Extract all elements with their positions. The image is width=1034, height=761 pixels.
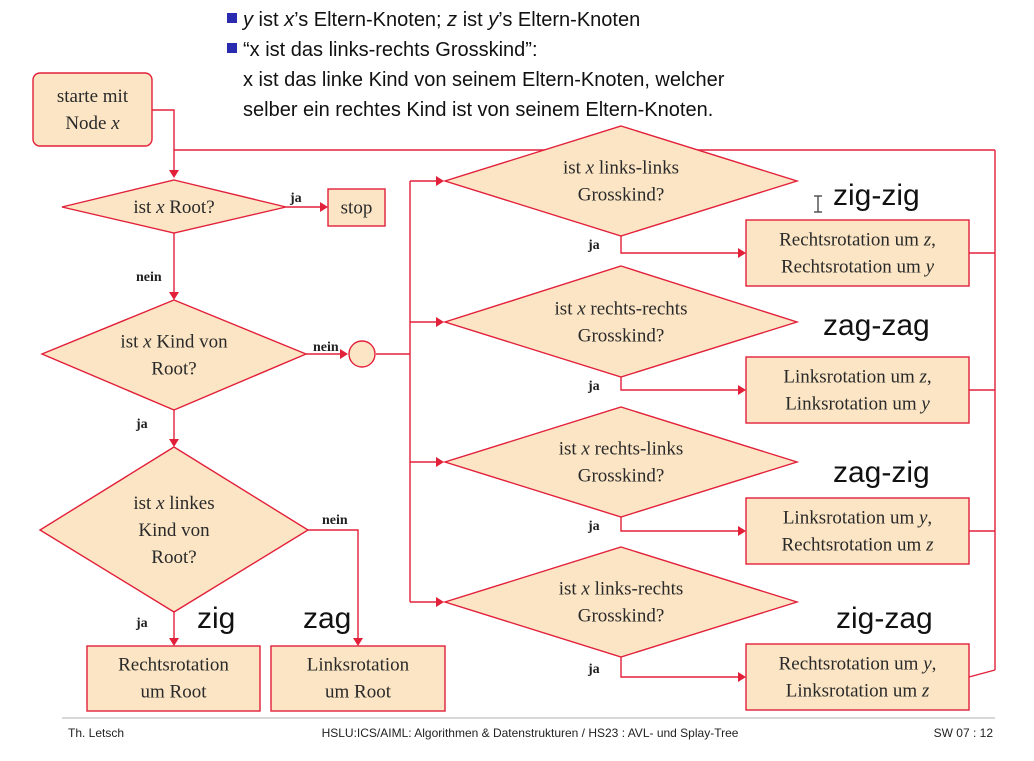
rechts-links-diamond	[442, 406, 800, 518]
zig-zag-action-label: Rechtsrotation um y,Linksrotation um z	[779, 654, 937, 702]
zig-zag-action-box	[745, 643, 970, 711]
is-root-label: ist x Root?	[133, 197, 214, 218]
child-of-root-diamond	[40, 299, 308, 411]
footer-course: HSLU:ICS/AIML: Algorithmen & Datenstrukt…	[322, 726, 739, 740]
zag-zag-action-box	[745, 356, 970, 424]
bullet-2-line-3: selber ein rechtes Kind ist von seinem E…	[243, 99, 713, 121]
case-zag: zag	[303, 602, 351, 635]
stop-box	[327, 188, 386, 227]
case-zag-zig: zag-zig	[833, 456, 930, 489]
stop-label: stop	[341, 198, 373, 219]
edge-label-nein: nein	[313, 340, 339, 355]
edge-label-nein: nein	[136, 270, 162, 285]
zag-zag-action-label: Linksrotation um z,Linksrotation um y	[783, 367, 931, 415]
edge-label-ja: ja	[587, 662, 600, 677]
edge-label-nein: nein	[322, 513, 348, 528]
bullet-square	[227, 13, 237, 23]
zag-zig-action-label: Linksrotation um y,Rechtsrotation um z	[782, 508, 935, 556]
text-cursor-icon	[814, 195, 822, 213]
case-zig-zag: zig-zag	[836, 602, 933, 635]
rotate-right-root-box	[86, 645, 261, 712]
junction-circle	[348, 340, 376, 368]
case-zig-zig: zig-zig	[833, 179, 920, 212]
zig-zig-action-box	[745, 219, 970, 287]
connectors	[152, 109, 996, 682]
rechts-rechts-diamond	[442, 265, 800, 378]
case-zag-zag: zag-zag	[823, 309, 930, 342]
zig-zig-action-label: Rechtsrotation um z,Rechtsrotation um y	[779, 230, 936, 278]
edge-label-ja: ja	[289, 191, 302, 206]
edge-label-ja: ja	[587, 379, 600, 394]
edge-label-ja: ja	[587, 519, 600, 534]
footer-author: Th. Letsch	[68, 726, 124, 740]
footer-page: SW 07 : 12	[934, 726, 994, 740]
links-links-diamond	[442, 125, 800, 237]
edge-label-ja: ja	[135, 417, 148, 432]
rotate-left-root-box	[270, 645, 446, 712]
left-child-of-root-diamond	[38, 446, 310, 613]
edge-label-ja: ja	[135, 616, 148, 631]
edge-label-ja: ja	[587, 238, 600, 253]
bullet-2-text: “x ist das links-rechts Grosskind”:	[243, 39, 538, 61]
bullet-1-text: y ist x’s Eltern-Knoten; z ist y’s Elter…	[241, 9, 640, 31]
bullet-2-line-2: x ist das linke Kind von seinem Eltern-K…	[243, 69, 725, 91]
bullet-square	[227, 43, 237, 53]
start-box	[32, 72, 153, 147]
zag-zig-action-box	[745, 497, 970, 565]
case-zig: zig	[197, 602, 235, 635]
is-root-diamond	[61, 179, 287, 234]
links-rechts-diamond	[442, 546, 800, 658]
